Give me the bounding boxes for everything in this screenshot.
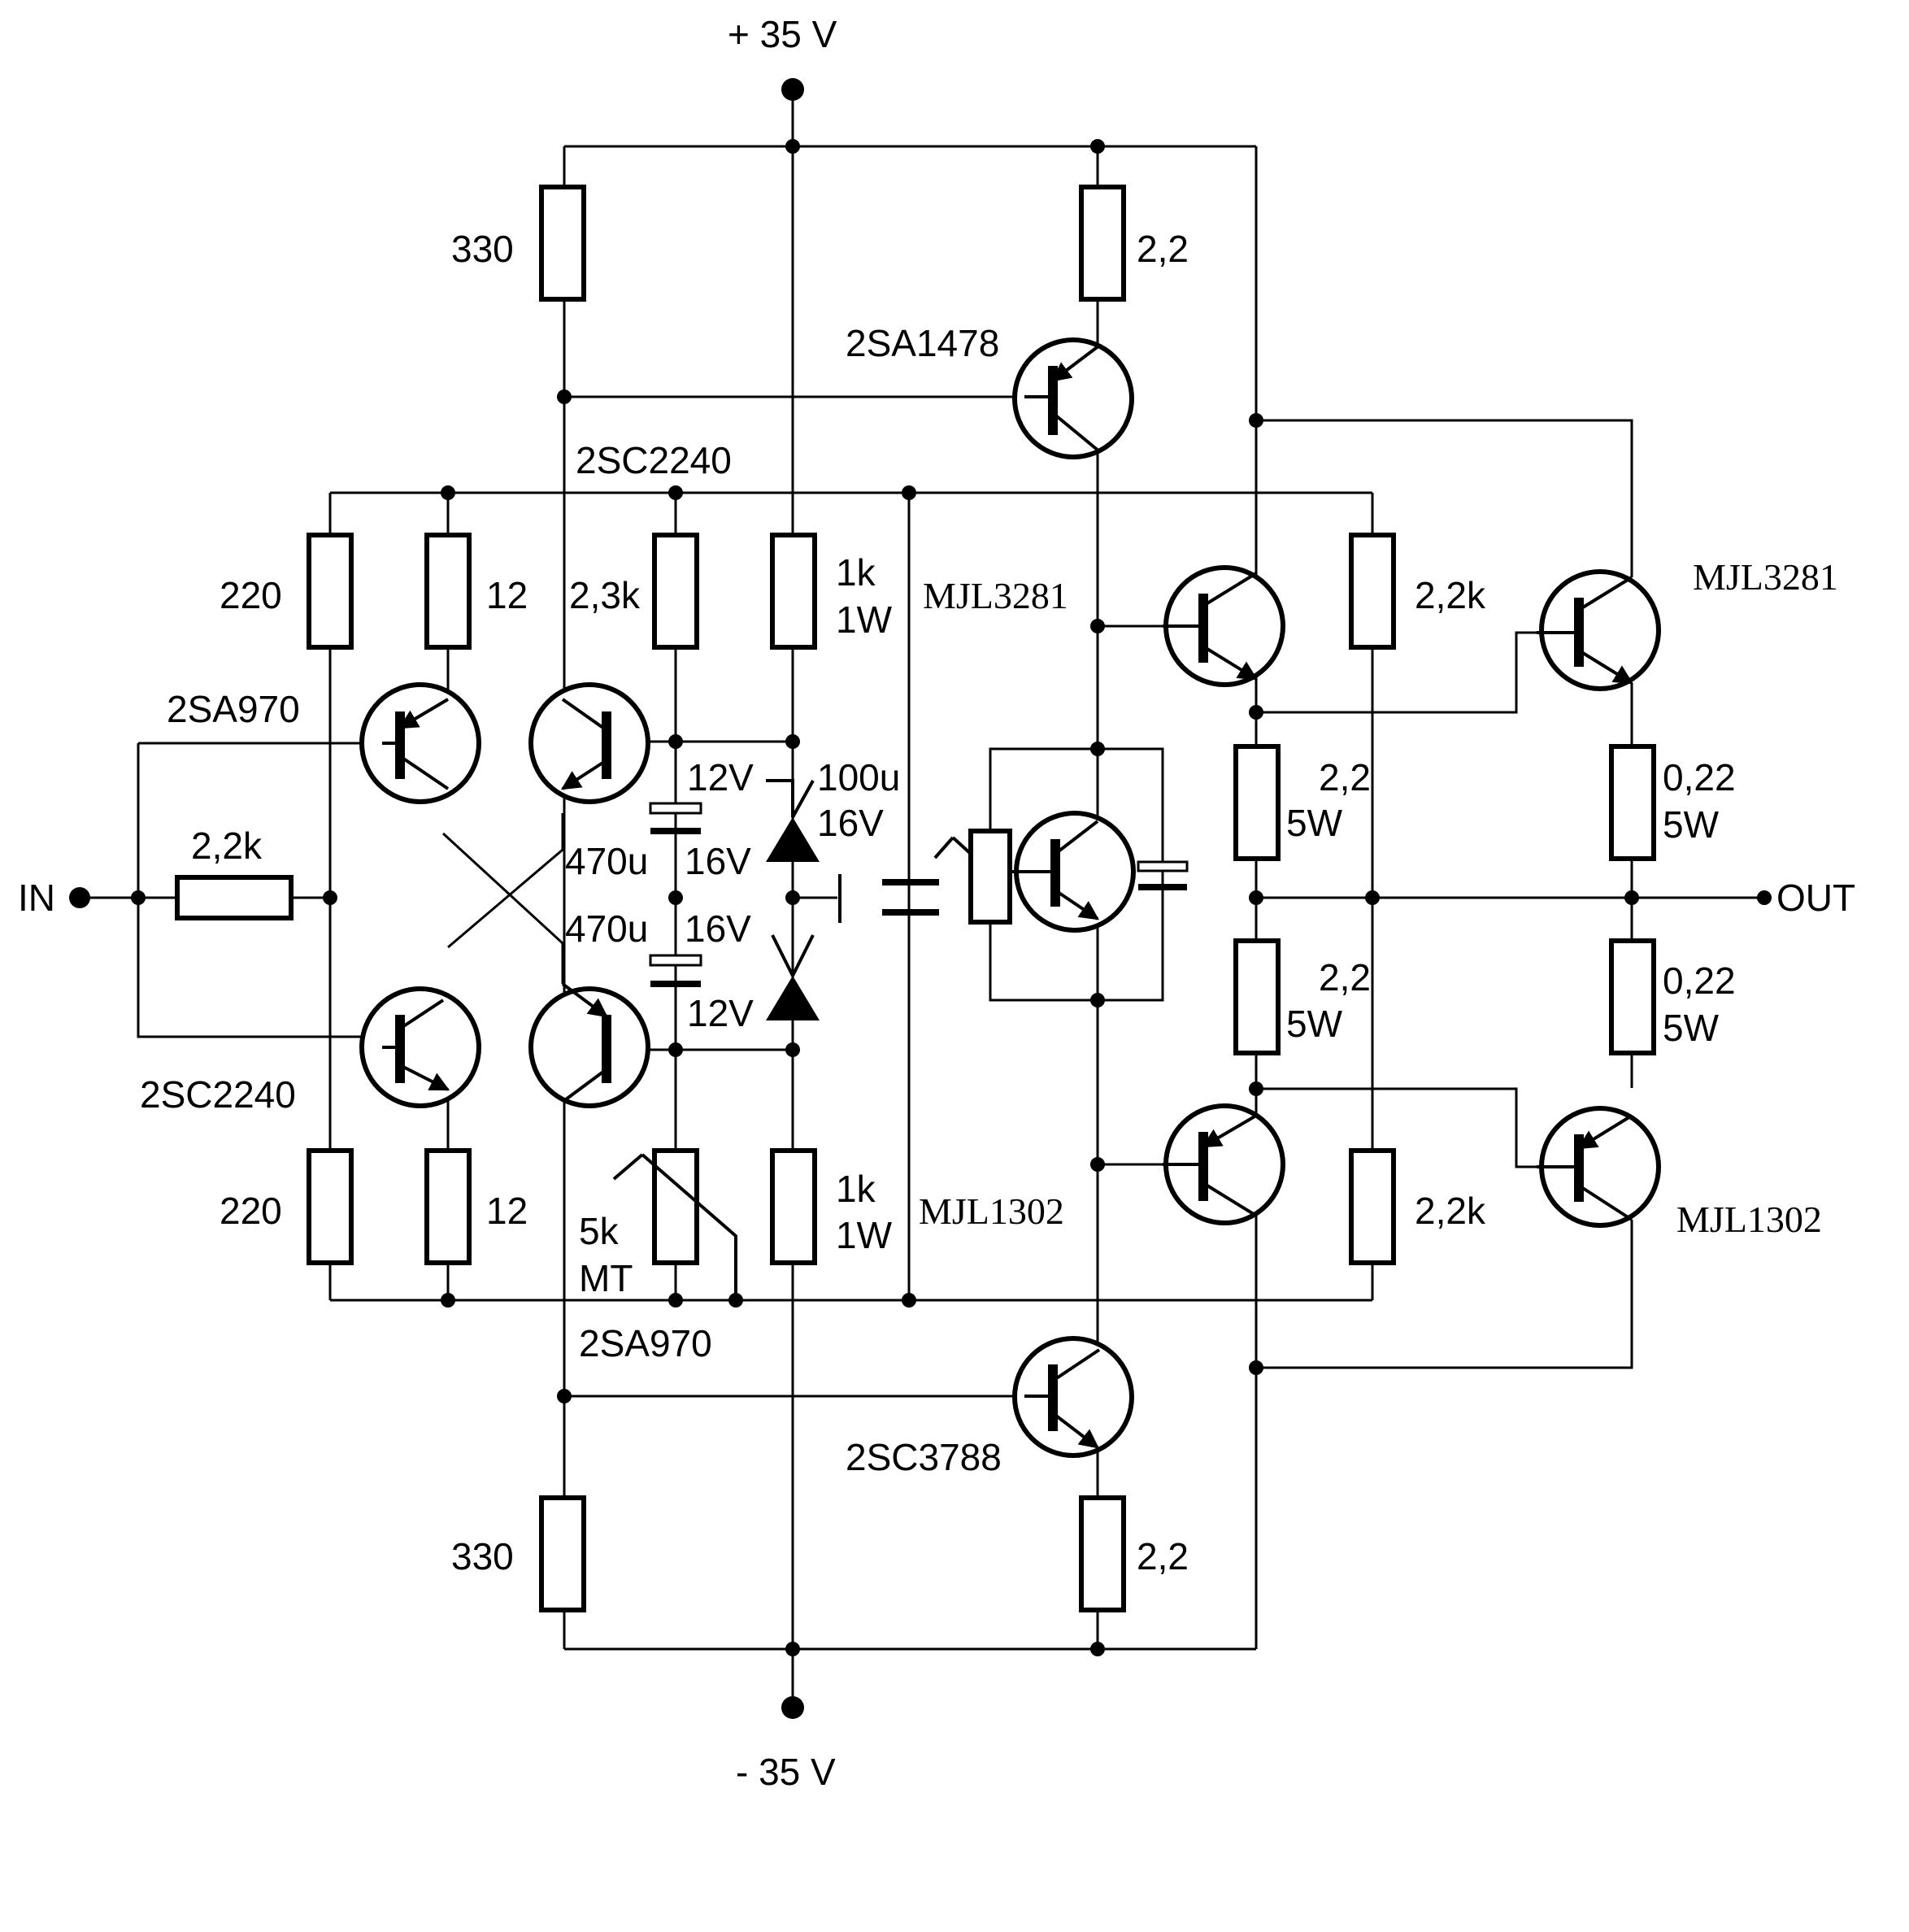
label-r22-5w-mid-top-a: 2,2 bbox=[1319, 756, 1371, 798]
label-c100u-b: 16V bbox=[817, 802, 884, 844]
zeners bbox=[766, 779, 820, 1020]
label-r220-top: 220 bbox=[220, 574, 282, 616]
label-r022-bot-b: 5W bbox=[1663, 1007, 1720, 1049]
label-c470u-bot-b: 16V bbox=[685, 907, 751, 950]
label-r22k-right-bot: 2,2k bbox=[1415, 1190, 1486, 1232]
label-positive-rail: + 35 V bbox=[728, 13, 837, 55]
transistor-mjl1302-driver bbox=[1163, 1103, 1285, 1225]
label-r22-5w-mid-bot-b: 5W bbox=[1286, 1003, 1343, 1045]
label-mjl1302-output: MJL1302 bbox=[1676, 1199, 1822, 1240]
label-2sc3788: 2SC3788 bbox=[846, 1436, 1002, 1478]
label-r12-top: 12 bbox=[486, 574, 528, 616]
label-r022-bot-a: 0,22 bbox=[1663, 959, 1736, 1002]
label-2sa1478: 2SA1478 bbox=[846, 322, 999, 364]
transistor-2sc2240-top bbox=[528, 682, 650, 804]
label-2sc2240-top: 2SC2240 bbox=[576, 439, 732, 481]
transistor-mjl1302-output bbox=[1537, 1106, 1661, 1228]
label-r330-top: 330 bbox=[451, 228, 514, 270]
labels: + 35 V - 35 V IN OUT 330 2,2 220 12 2,3k… bbox=[18, 13, 1855, 1793]
label-mjl1302-driver: MJL1302 bbox=[919, 1190, 1064, 1232]
label-r22-bot: 2,2 bbox=[1137, 1535, 1189, 1577]
transistor-2sc3788 bbox=[1012, 1336, 1134, 1458]
label-c470u-bot-a: 470u bbox=[565, 907, 648, 950]
label-mjl3281-output: MJL3281 bbox=[1693, 556, 1838, 598]
transistor-2sa970-bottom bbox=[528, 982, 650, 1108]
transistor-2sa1478 bbox=[1012, 337, 1134, 459]
junctions bbox=[69, 78, 1772, 1719]
label-output: OUT bbox=[1776, 877, 1855, 919]
label-mjl3281-driver: MJL3281 bbox=[923, 575, 1068, 616]
label-r022-top-b: 5W bbox=[1663, 803, 1720, 846]
label-r22-top: 2,2 bbox=[1137, 228, 1189, 270]
label-2sa970-bot: 2SA970 bbox=[579, 1322, 712, 1364]
label-input: IN bbox=[18, 877, 55, 919]
label-r22-5w-mid-top-b: 5W bbox=[1286, 802, 1343, 844]
capacitors bbox=[649, 802, 1189, 987]
transistor-2sc2240-bottom bbox=[359, 986, 481, 1108]
label-zener-bot: 12V bbox=[687, 992, 754, 1034]
label-zener-top: 12V bbox=[687, 756, 754, 798]
label-r1k-bot-a: 1k bbox=[836, 1168, 876, 1210]
label-2sc2240-bot: 2SC2240 bbox=[140, 1073, 296, 1116]
transistors bbox=[359, 337, 1661, 1458]
transistor-mjl3281-output bbox=[1537, 569, 1661, 691]
label-negative-rail: - 35 V bbox=[736, 1751, 836, 1793]
transistor-mjl3281-driver bbox=[1163, 565, 1285, 687]
label-r22-5w-mid-bot-a: 2,2 bbox=[1319, 956, 1371, 999]
label-c470u-top-a: 470u bbox=[565, 840, 648, 882]
label-pot-b: MT bbox=[579, 1257, 633, 1299]
label-r330-bot: 330 bbox=[451, 1535, 514, 1577]
label-r22k-input: 2,2k bbox=[191, 825, 263, 867]
label-r23k: 2,3k bbox=[569, 574, 641, 616]
label-c100u-a: 100u bbox=[817, 756, 900, 798]
label-pot-a: 5k bbox=[579, 1210, 620, 1252]
label-r220-bot: 220 bbox=[220, 1190, 282, 1232]
label-r1k-top-a: 1k bbox=[836, 551, 876, 594]
label-r12-bot: 12 bbox=[486, 1190, 528, 1232]
label-r022-top-a: 0,22 bbox=[1663, 756, 1736, 798]
transistor-2sa970-top bbox=[359, 682, 481, 804]
label-c470u-top-b: 16V bbox=[685, 840, 751, 882]
label-r22k-right-top: 2,2k bbox=[1415, 574, 1486, 616]
label-r1k-bot-b: 1W bbox=[836, 1214, 893, 1256]
label-r1k-top-b: 1W bbox=[836, 598, 893, 641]
label-2sa970-top: 2SA970 bbox=[167, 688, 300, 730]
transistor-vbe-multiplier bbox=[1010, 811, 1136, 933]
resistors bbox=[175, 185, 1656, 1612]
